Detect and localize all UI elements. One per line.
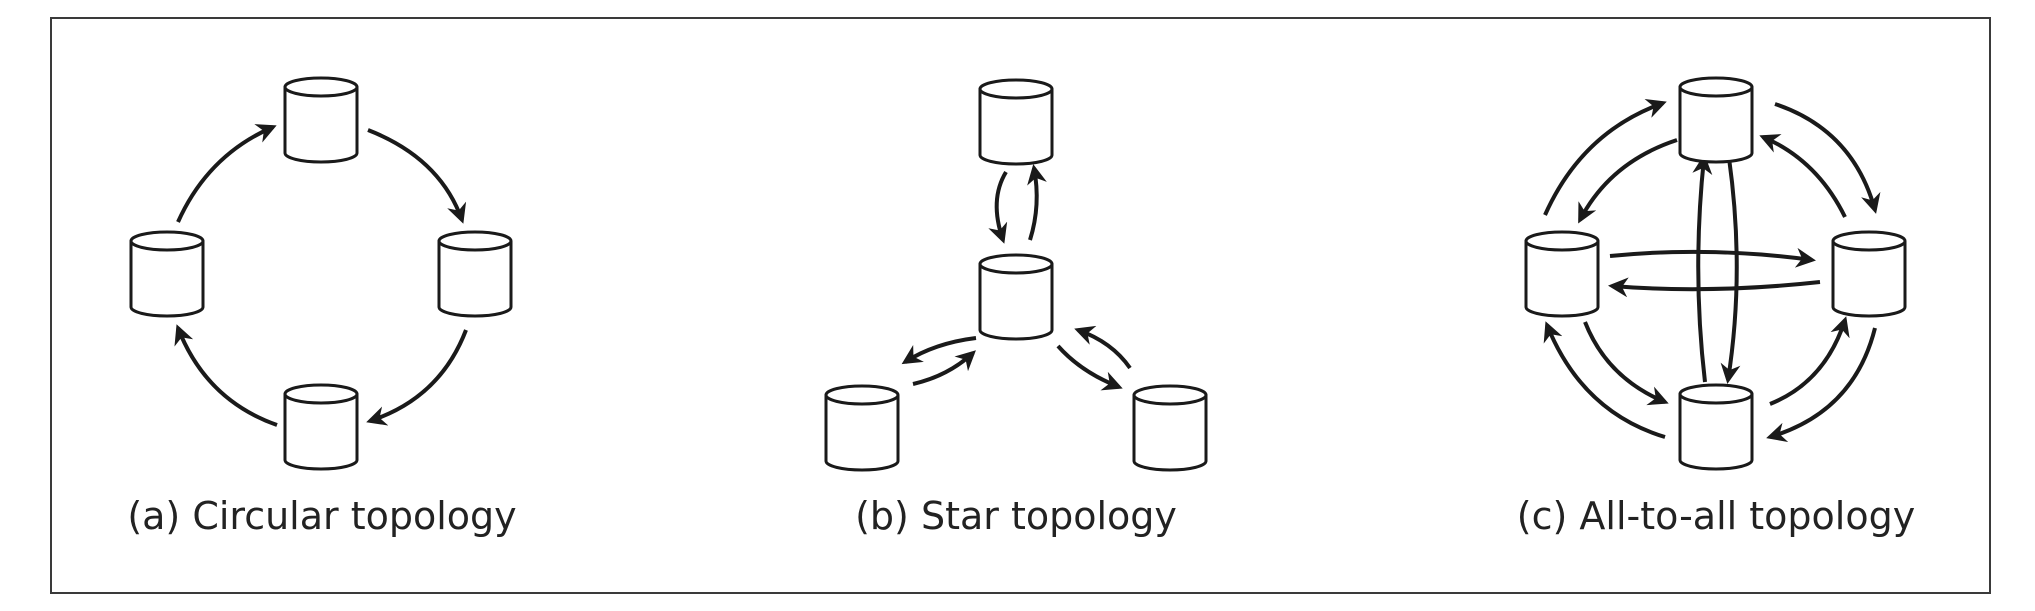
database-node-right	[1831, 230, 1907, 318]
all-to-all-arrows	[1543, 98, 1881, 443]
arrow-bottom-to-left-outer	[1543, 321, 1666, 439]
database-node-bottom	[1678, 383, 1754, 471]
database-node-top	[1678, 76, 1754, 164]
circular-arrows	[174, 124, 468, 427]
arrow-center-to-top	[1027, 164, 1047, 241]
arrow-left-to-center	[912, 350, 976, 386]
database-node-left	[824, 384, 900, 472]
panel-all-to-all	[1524, 76, 1907, 471]
arrow-left-to-right	[1609, 247, 1816, 268]
database-node-bottom	[283, 383, 359, 471]
arrow-bottom-to-left	[174, 324, 278, 427]
database-node-left	[1524, 230, 1600, 318]
arrow-right-to-left	[1608, 277, 1821, 298]
database-node-left	[129, 230, 205, 318]
arrow-top-to-right-outer	[1774, 102, 1881, 214]
arrow-center-to-right	[1056, 344, 1123, 391]
figure-frame	[50, 17, 1991, 594]
arrow-right-to-bottom	[366, 329, 468, 426]
panel-star	[824, 78, 1208, 472]
arrow-top-to-right	[367, 128, 467, 224]
database-node-right	[1132, 384, 1208, 472]
arrow-top-to-center	[988, 170, 1008, 244]
database-node-top	[283, 76, 359, 164]
arrow-right-to-bottom-outer	[1766, 327, 1877, 443]
arrow-top-to-bottom	[1720, 157, 1741, 384]
arrow-right-to-center	[1074, 325, 1132, 370]
arrow-bottom-to-right-inner	[1769, 316, 1850, 406]
arrow-bottom-to-top	[1692, 154, 1713, 383]
arrow-left-to-bottom-inner	[1583, 321, 1669, 406]
caption-all-to-all-topology: (c) All-to-all topology	[1516, 494, 1916, 538]
panel-circular	[129, 76, 513, 471]
caption-circular-topology: (a) Circular topology	[127, 494, 517, 538]
arrow-top-to-left-inner	[1578, 138, 1678, 224]
database-node-top	[978, 78, 1054, 166]
arrow-left-to-top-outer	[1543, 98, 1667, 216]
arrow-left-to-top	[176, 124, 277, 223]
caption-star-topology: (b) Star topology	[855, 494, 1177, 538]
star-arrows	[901, 164, 1132, 391]
arrow-right-to-top-inner	[1759, 134, 1847, 218]
database-node-center	[978, 253, 1054, 341]
arrow-center-to-left	[901, 336, 977, 365]
database-node-right	[437, 230, 513, 318]
